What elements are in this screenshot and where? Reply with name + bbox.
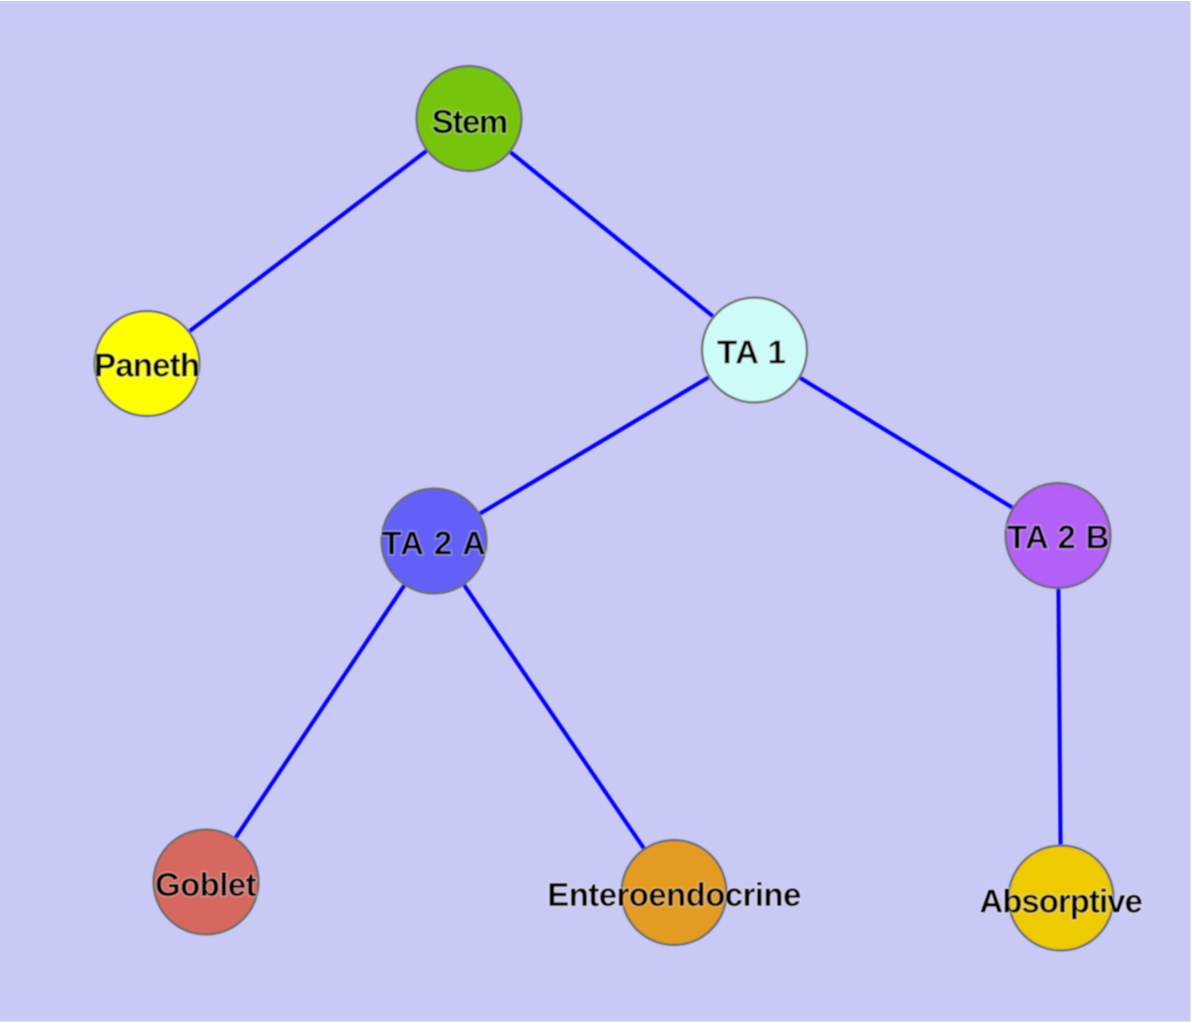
svg-text:TA 1: TA 1 xyxy=(717,333,786,370)
svg-text:Enteroendocrine: Enteroendocrine xyxy=(547,876,801,913)
svg-text:Absorptive: Absorptive xyxy=(979,883,1143,920)
svg-text:TA 2 A: TA 2 A xyxy=(381,525,486,562)
svg-text:Paneth: Paneth xyxy=(94,347,200,384)
svg-text:Stem: Stem xyxy=(432,103,509,140)
svg-text:Goblet: Goblet xyxy=(155,866,256,903)
svg-text:TA 2 B: TA 2 B xyxy=(1007,519,1110,556)
